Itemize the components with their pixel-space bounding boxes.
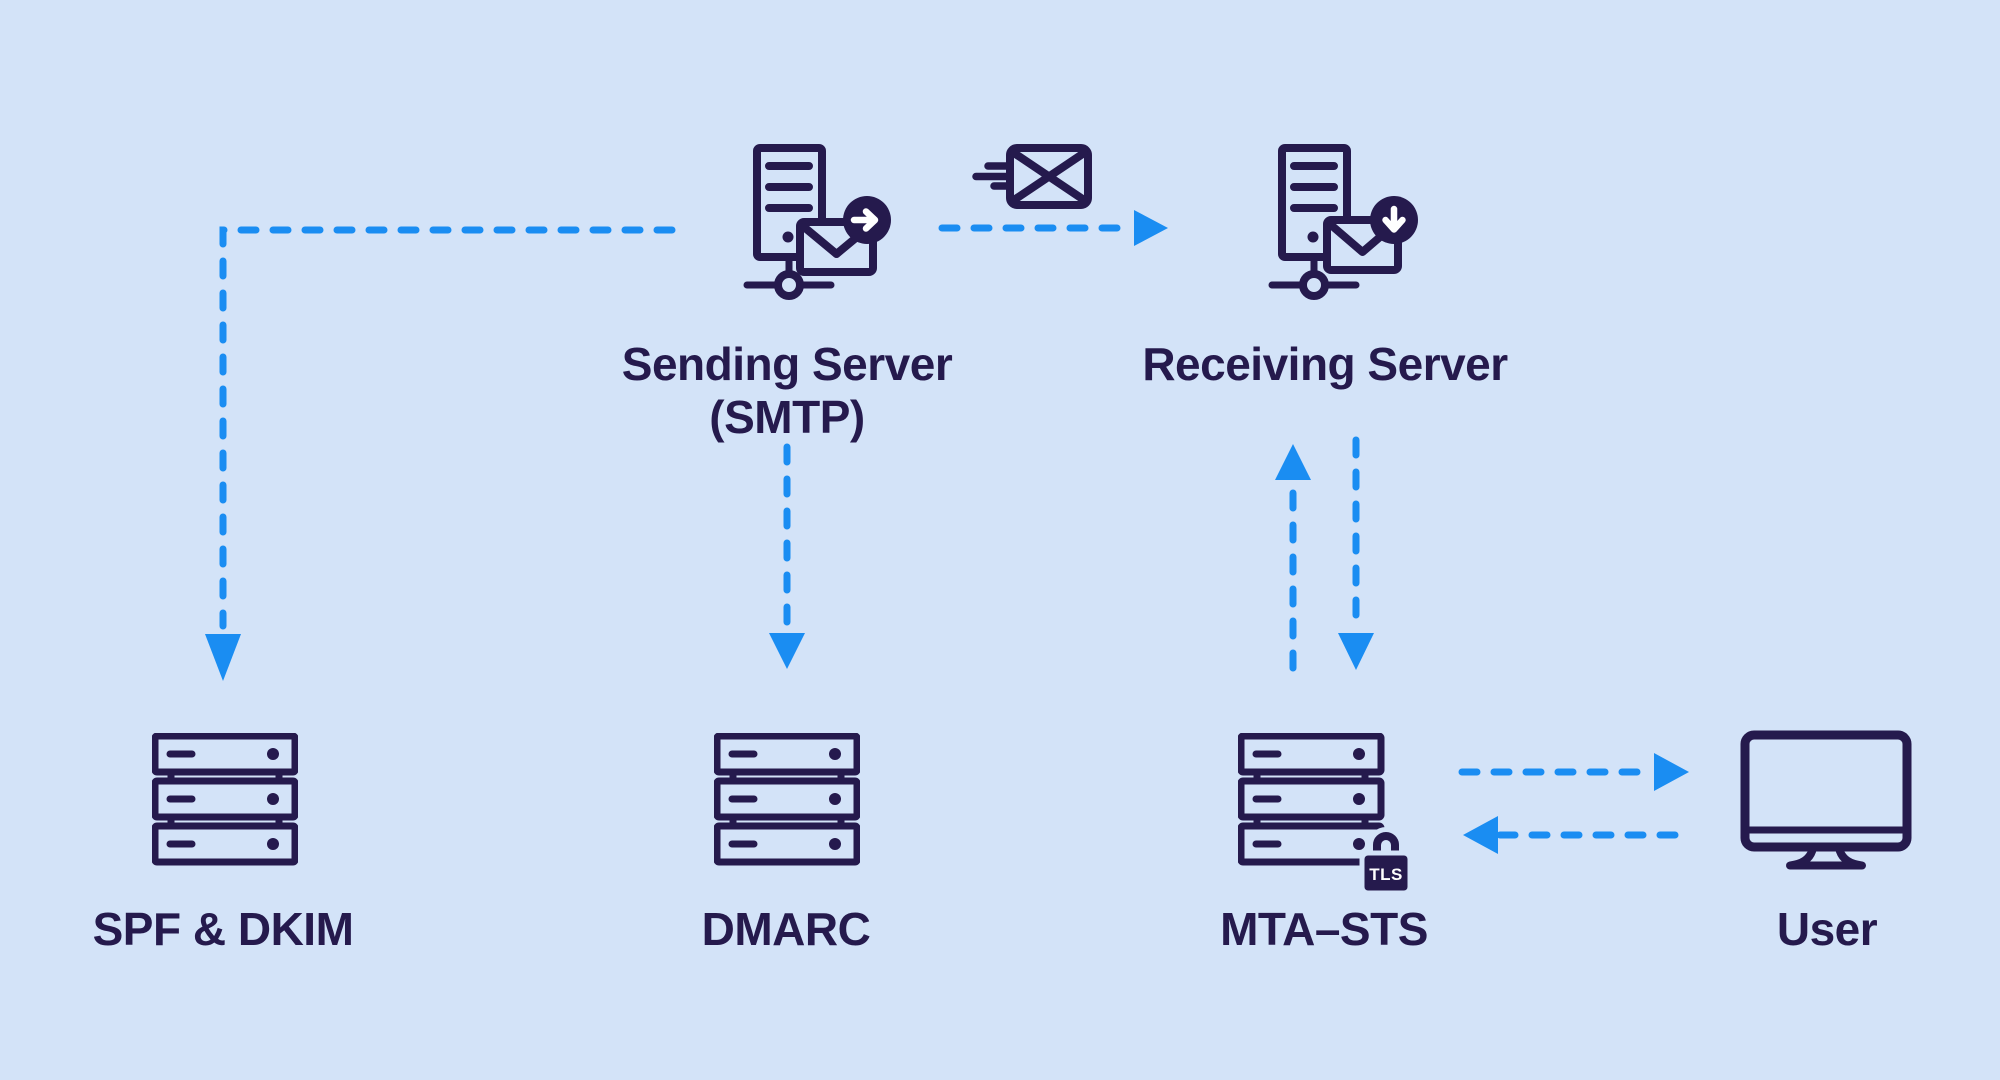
monitor-icon [1740,730,1912,870]
user-label: User [1776,903,1878,955]
receiving-server-label: Receiving Server [1142,338,1508,390]
mta-sts-label: MTA–STS [1220,903,1428,955]
arrow-mta-sts-to-user [1458,753,1689,791]
sending-server-title: Sending Server [621,338,953,390]
spf-dkim-label: SPF & DKIM [92,903,354,955]
tls-padlock-icon: TLS [1359,827,1413,896]
dmarc-label: DMARC [701,903,871,955]
envelope-icon [1006,144,1092,209]
mta-sts-rack-icon: TLS [1238,733,1413,896]
arrow-mta-sts-to-receiving [1275,444,1311,672]
sending-server-icon [743,144,891,300]
arrow-sending-to-receiving [938,210,1168,246]
send-arrow-badge-icon [843,196,891,244]
receiving-server-icon [1268,144,1418,300]
sending-server-subtitle: (SMTP) [709,391,865,444]
tls-lock-label: TLS [1369,865,1403,884]
sending-server-label: Sending Server (SMTP) [621,338,953,445]
arrow-receiving-to-mta-sts [1338,436,1374,670]
arrow-user-to-mta-sts [1463,816,1692,854]
arrow-sending-to-spf-dkim [205,226,676,681]
spf-dkim-rack-icon [152,733,298,866]
dmarc-rack-icon [714,733,860,866]
arrow-sending-to-dmarc [769,443,805,669]
speeding-email-icon [972,144,1092,209]
receive-arrow-badge-icon [1370,196,1418,244]
server-tower [743,144,835,300]
speed-lines [972,162,1012,190]
